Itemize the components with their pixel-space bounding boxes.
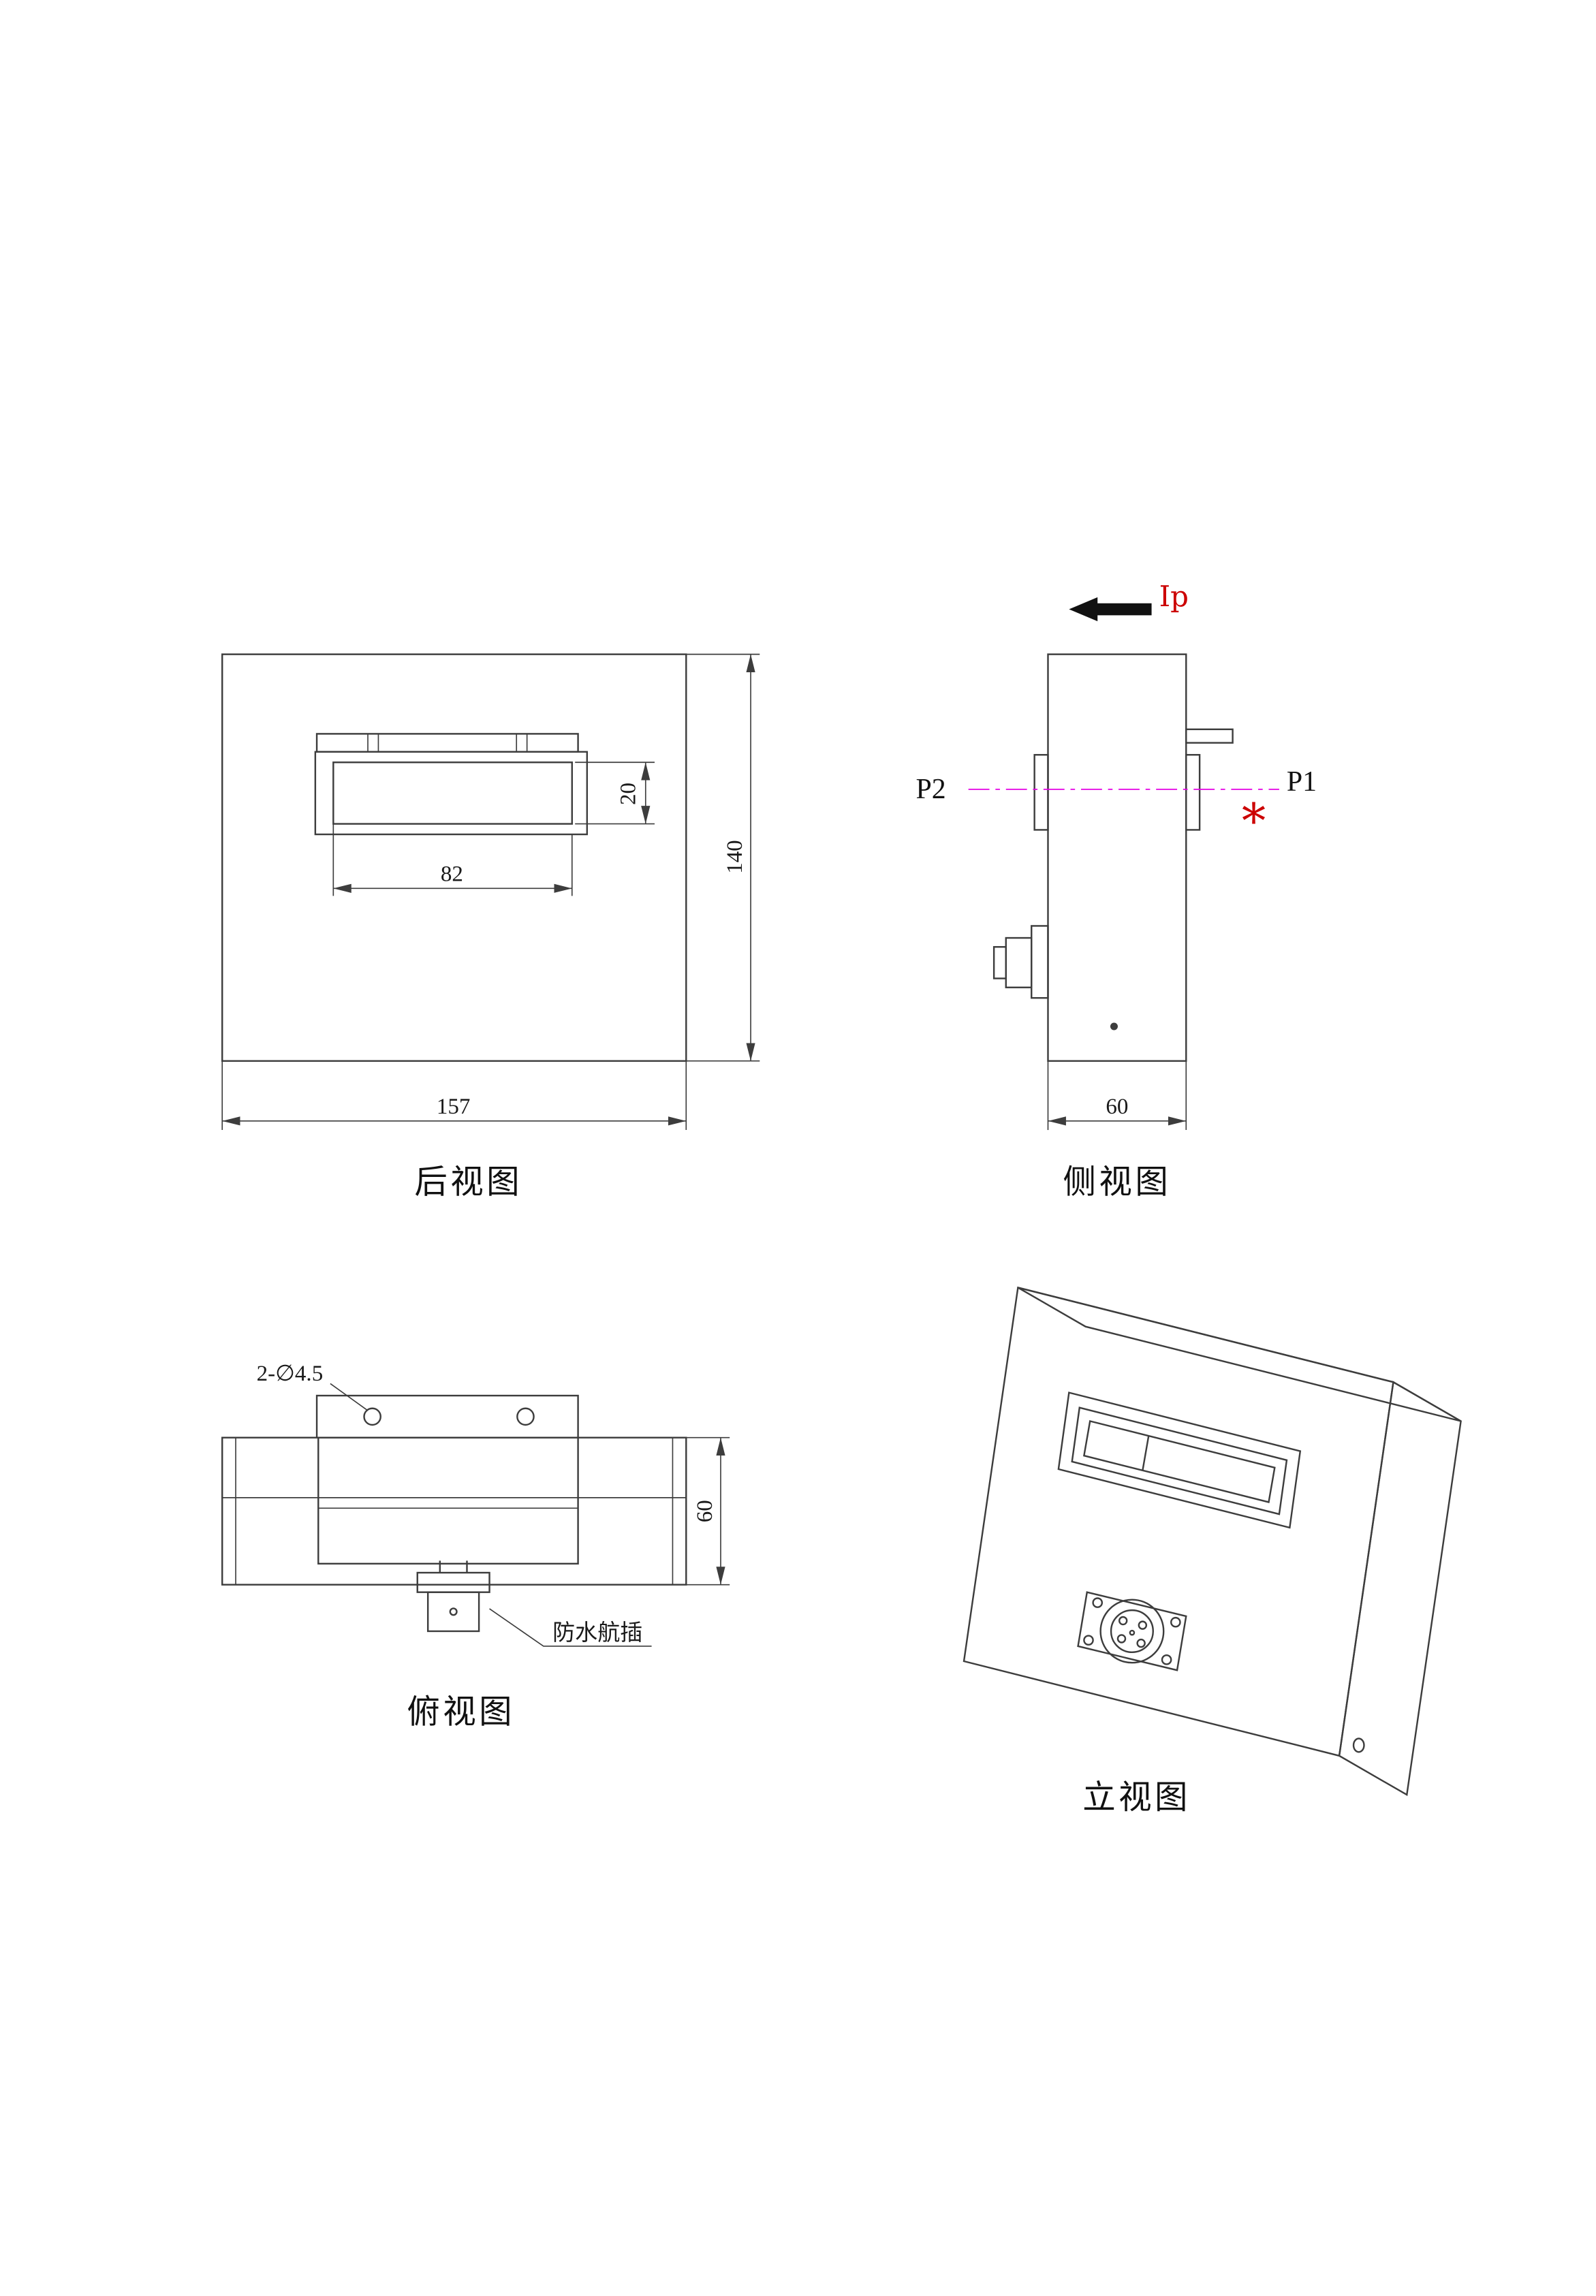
side-screw-dot [1110,1022,1118,1031]
top-connector [416,1560,490,1633]
side-body-outline [1047,653,1187,1062]
top-view-title: 俯视图 [407,1694,515,1730]
iso-top-face [1017,1287,1462,1422]
rear-slot-window [332,761,573,825]
hole-callout-text: 2-∅4.5 [257,1362,324,1386]
dim-body-width: 157 [221,1060,687,1131]
iso-side-hole [1352,1737,1365,1753]
dim-top-depth: 60 [686,1436,730,1586]
bracket-hole-right [516,1407,535,1426]
rear-view-title: 后视图 [414,1165,522,1201]
side-view-title: 侧视图 [1063,1165,1172,1201]
current-arrow-label: Ip [1159,580,1189,613]
dim-body-height-text: 140 [723,840,747,874]
p2-label: P2 [916,774,945,805]
top-housing [317,1436,579,1565]
dim-side-depth: 60 [1047,1060,1187,1131]
side-rod [1185,728,1234,744]
top-view: 2-∅4.5 防水航插 60 俯视图 [221,1362,730,1730]
dim-slot-width: 82 [332,823,573,896]
connector-callout-text: 防水航插 [552,1620,642,1646]
rear-slot-frame [314,751,589,836]
rear-bracket [315,733,579,753]
dim-slot-width-text: 82 [441,862,463,886]
iso-right-face [1338,1381,1462,1797]
dim-side-depth-text: 60 [1106,1095,1128,1119]
dim-slot-height: 20 [575,761,655,825]
rear-body-outline [221,653,687,1062]
connector-callout-leader [489,1608,652,1647]
hole-callout-leader [330,1383,369,1411]
iso-slot [1057,1391,1302,1529]
side-bezel-left [1033,754,1049,831]
dim-body-height: 140 [686,653,760,1062]
p1-label: P1 [1287,766,1317,798]
star-marker: * [1242,793,1266,849]
bracket-hole-left [363,1407,381,1426]
iso-view-title: 立视图 [1082,1780,1191,1816]
side-bezel-right [1185,754,1201,831]
side-connector [992,925,1049,999]
iso-view: 立视图 [963,1286,1462,1816]
bracket-screw-slots [367,734,528,752]
dim-top-depth-text: 60 [693,1500,717,1522]
dim-slot-height-text: 20 [616,783,640,805]
iso-connector [1077,1591,1187,1671]
current-arrow-icon [1069,597,1152,622]
iso-front-face [963,1286,1394,1757]
rear-view: 20 82 140 157 后视图 [221,653,760,1201]
dim-body-width-text: 157 [437,1095,471,1119]
top-body-outline [221,1436,687,1586]
side-view: Ip P2 P1 * 60 侧视图 [916,580,1317,1200]
